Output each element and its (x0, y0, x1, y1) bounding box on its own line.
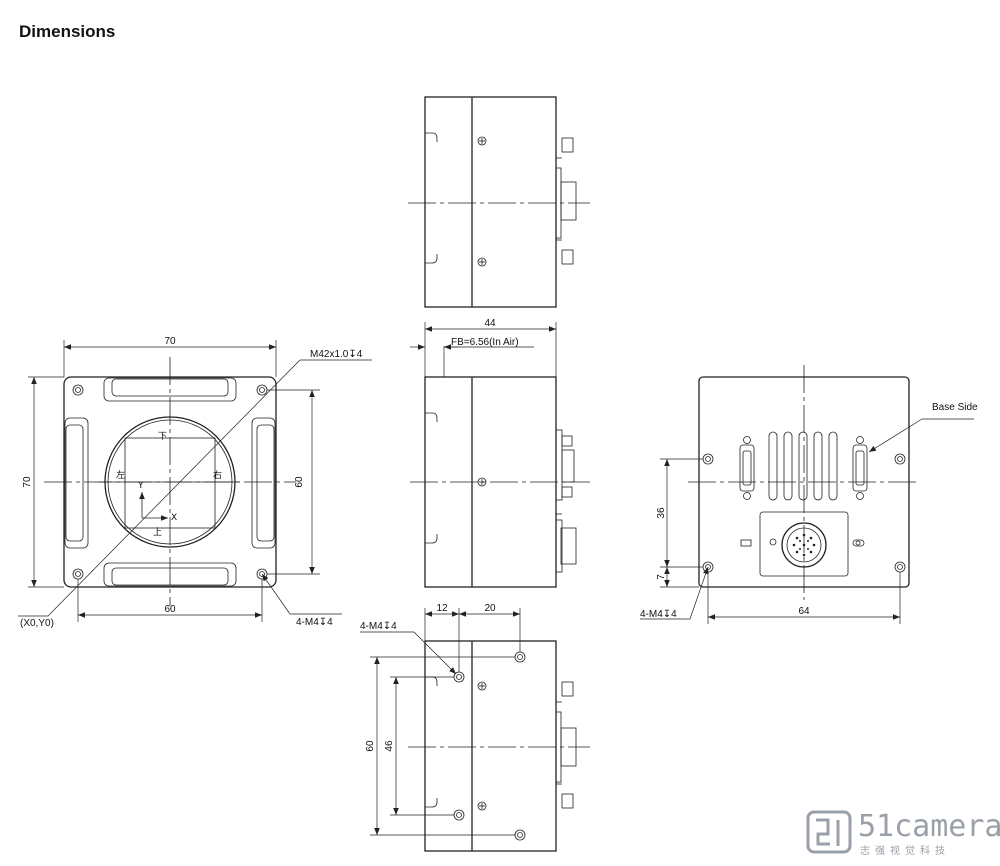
watermark: 51camera 志强视觉科技 (806, 809, 1000, 857)
bottom-spacing-46-label: 46 (384, 740, 395, 752)
front-hole-spacing-bottom-label: 60 (164, 604, 176, 615)
base-side-label: Base Side (932, 402, 978, 413)
rear-height-7-label: 7 (656, 574, 667, 580)
bottom-spacing-60-label: 60 (365, 740, 376, 752)
front-view: 70 70 60 60 M42x1.0↧4 (X0,Y0) 4-M4↧4 下 上… (18, 336, 372, 629)
dir-bottom-label: 上 (153, 527, 162, 538)
side-view: 44 FB=6.56(In Air) (410, 318, 590, 588)
watermark-brand: 51camera (858, 809, 1000, 844)
dir-top-label: 下 (158, 432, 167, 442)
bottom-offset-20-label: 20 (484, 603, 496, 614)
front-height-label: 70 (22, 476, 33, 488)
flange-back-label: FB=6.56(In Air) (451, 337, 519, 348)
rear-view: Base Side 36 7 64 4-M4↧4 (640, 365, 978, 624)
dir-left-label: 左 (116, 469, 125, 481)
rear-height-36-label: 36 (656, 507, 667, 519)
top-view (408, 96, 590, 308)
front-hole-spacing-right-label: 60 (294, 476, 305, 488)
front-width-label: 70 (164, 336, 176, 347)
axis-x-label: X (171, 513, 177, 523)
watermark-cn: 志强视觉科技 (860, 844, 950, 857)
bottom-holes-label: 4-M4↧4 (360, 621, 397, 632)
camera-logo-icon (806, 810, 852, 854)
axis-y-label: Y (137, 481, 144, 491)
side-length-label: 44 (484, 318, 496, 329)
origin-label: (X0,Y0) (20, 618, 54, 629)
mount-thread-label: M42x1.0↧4 (310, 349, 363, 360)
page-title: Dimensions (19, 22, 116, 41)
front-holes-label: 4-M4↧4 (296, 617, 333, 628)
bottom-offset-12-label: 12 (436, 603, 448, 614)
bottom-view: 4-M4↧4 12 20 60 46 (360, 603, 590, 852)
rear-holes-label: 4-M4↧4 (640, 609, 677, 620)
rear-hole-spacing-label: 64 (798, 606, 810, 617)
dir-right-label: 右 (213, 469, 222, 481)
